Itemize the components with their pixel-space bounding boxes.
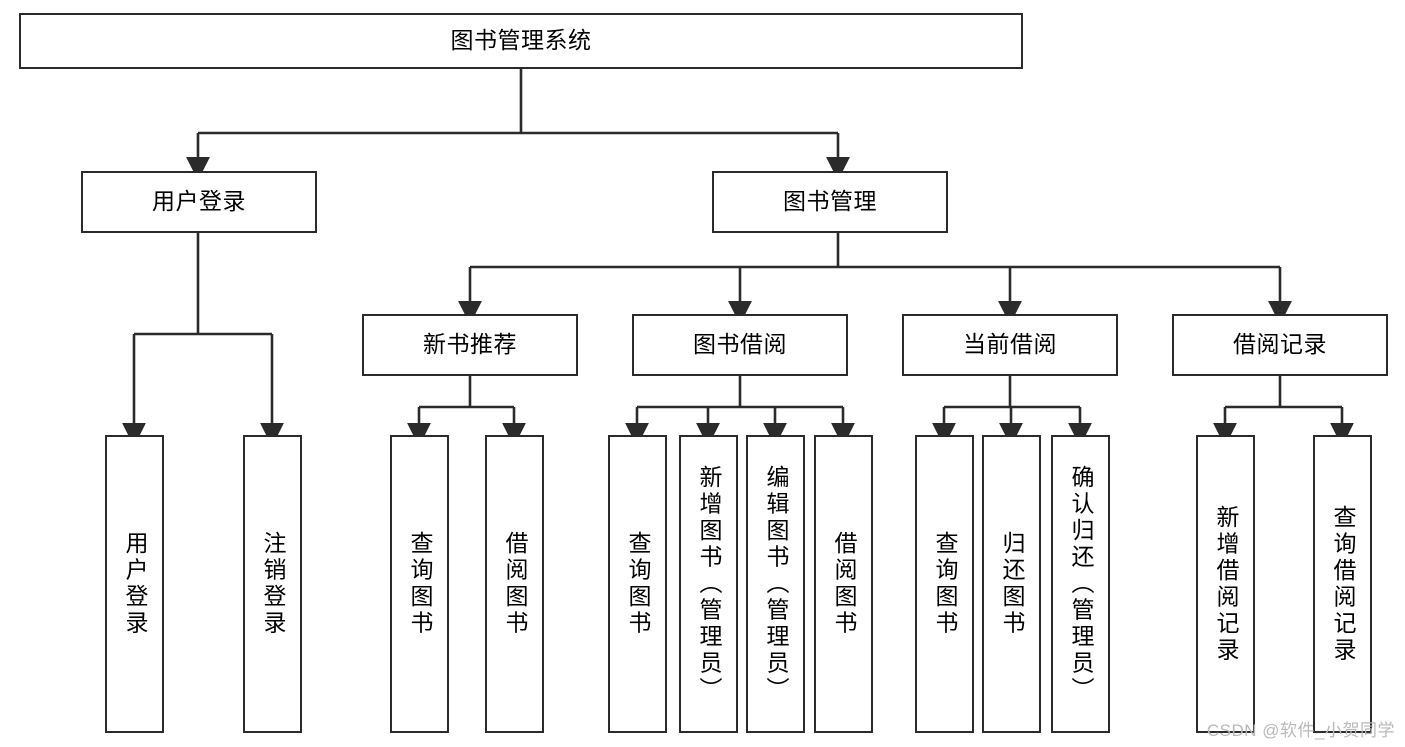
node-leaf-user-login[interactable]: 用户登录 (105, 435, 164, 733)
node-leaf-user-logout[interactable]: 注销登录 (243, 435, 302, 733)
node-label: 查询图书 (407, 531, 433, 637)
node-leaf-query-book-recommend[interactable]: 查询图书 (390, 435, 449, 733)
node-leaf-confirm-return[interactable]: 确认归还（管理员） (1051, 435, 1110, 733)
node-current-borrow[interactable]: 当前借阅 (902, 314, 1118, 376)
node-new-book-recommend[interactable]: 新书推荐 (362, 314, 578, 376)
node-leaf-query-book-current[interactable]: 查询图书 (915, 435, 974, 733)
node-label: 注销登录 (260, 531, 286, 637)
node-user-login[interactable]: 用户登录 (81, 171, 317, 233)
node-leaf-query-borrow-record[interactable]: 查询借阅记录 (1313, 435, 1372, 733)
node-label: 查询图书 (932, 531, 958, 637)
csdn-watermark: CSDN @软件_小贺同学 (1206, 721, 1395, 740)
node-label: 新增图书（管理员） (696, 464, 722, 704)
node-label: 借阅图书 (502, 531, 528, 637)
node-leaf-add-borrow-record[interactable]: 新增借阅记录 (1196, 435, 1255, 733)
node-leaf-edit-book[interactable]: 编辑图书（管理员） (746, 435, 805, 733)
node-label: 当前借阅 (963, 331, 1057, 358)
node-leaf-add-book[interactable]: 新增图书（管理员） (679, 435, 738, 733)
node-label: 用户登录 (122, 531, 148, 637)
node-label: 确认归还（管理员） (1068, 464, 1094, 704)
node-leaf-return-book[interactable]: 归还图书 (982, 435, 1041, 733)
node-leaf-query-book-borrow[interactable]: 查询图书 (608, 435, 667, 733)
node-book-management[interactable]: 图书管理 (712, 171, 948, 233)
node-label: 借阅记录 (1233, 331, 1327, 358)
node-label: 图书管理系统 (450, 27, 592, 54)
node-book-borrow[interactable]: 图书借阅 (632, 314, 848, 376)
node-leaf-borrow-book-recommend[interactable]: 借阅图书 (485, 435, 544, 733)
node-label: 查询图书 (625, 531, 651, 637)
node-label: 借阅图书 (831, 531, 857, 637)
node-label: 用户登录 (152, 188, 246, 215)
node-label: 图书管理 (783, 188, 877, 215)
node-label: 图书借阅 (693, 331, 787, 358)
node-label: 新书推荐 (423, 331, 517, 358)
node-label: 归还图书 (999, 531, 1025, 637)
node-label: 编辑图书（管理员） (763, 464, 789, 704)
node-label: 新增借阅记录 (1213, 504, 1239, 664)
node-borrow-record[interactable]: 借阅记录 (1172, 314, 1388, 376)
node-label: 查询借阅记录 (1330, 504, 1356, 664)
node-leaf-borrow-book[interactable]: 借阅图书 (814, 435, 873, 733)
node-book-management-system[interactable]: 图书管理系统 (19, 13, 1023, 69)
